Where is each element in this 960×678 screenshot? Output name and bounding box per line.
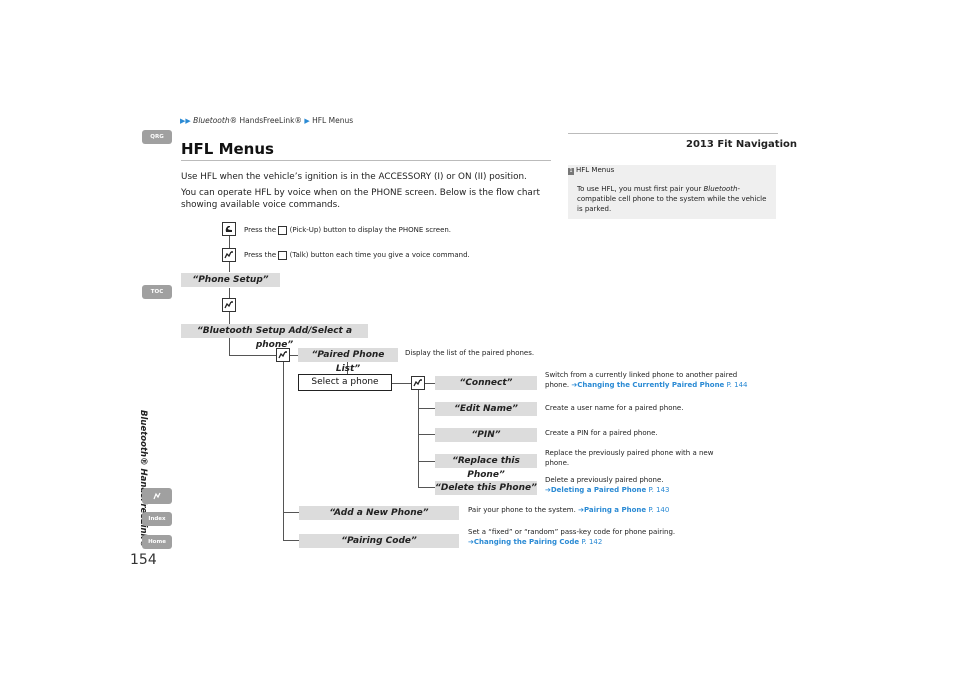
cmd-add-new-phone: “Add a New Phone” — [299, 506, 459, 520]
talk-button-icon — [411, 376, 425, 390]
talk-button-icon — [222, 248, 236, 262]
talk-instruction: Press the (Talk) button each time you gi… — [244, 250, 470, 260]
select-phone-box: Select a phone — [298, 374, 392, 391]
desc-connect: Switch from a currently linked phone to … — [545, 371, 748, 389]
arrow-icon: ▶▶ — [180, 117, 191, 125]
talk-icon — [153, 492, 161, 500]
cmd-pairing-code: “Pairing Code” — [299, 534, 459, 548]
home-tab[interactable]: Home — [142, 535, 172, 549]
cmd-connect: “Connect” — [435, 376, 537, 390]
section-vertical-label: Bluetooth® HandsFreeLink® — [138, 410, 148, 548]
cmd-edit-name: “Edit Name” — [435, 402, 537, 416]
intro-text-1: Use HFL when the vehicle’s ignition is i… — [181, 172, 527, 182]
intro-text-2a: You can operate HFL by voice when on the… — [181, 188, 540, 198]
breadcrumb-hfl-menus[interactable]: HFL Menus — [312, 116, 354, 125]
breadcrumb: ▶▶ Bluetooth® HandsFreeLink® ▶ HFL Menus — [180, 116, 353, 125]
desc-delete-phone: Delete a previously paired phone. ➔Delet… — [545, 476, 670, 494]
desc-replace-phone: Replace the previously paired phone with… — [545, 449, 714, 467]
header-divider — [568, 133, 778, 134]
arrow-icon: ▶ — [304, 117, 310, 125]
desc-paired-phone-list: Display the list of the paired phones. — [405, 349, 535, 357]
desc-edit-name: Create a user name for a paired phone. — [545, 404, 684, 412]
desc-pairing-code: Set a “fixed” or “random” pass-key code … — [468, 528, 676, 546]
talk-button-icon — [276, 348, 290, 362]
pick-up-button-icon — [222, 222, 236, 236]
breadcrumb-hfl[interactable]: ® HandsFreeLink® — [229, 116, 302, 125]
page-ref[interactable]: P. 140 — [648, 506, 670, 514]
note-box — [568, 165, 776, 219]
toc-tab[interactable]: TOC — [142, 285, 172, 299]
pickup-instruction: Press the (Pick-Up) button to display th… — [244, 225, 452, 235]
cmd-paired-phone-list: “Paired Phone List” — [298, 348, 398, 374]
link-pairing-phone[interactable]: Pairing a Phone — [583, 506, 647, 514]
page-ref[interactable]: P. 142 — [581, 538, 603, 546]
link-changing-pairing-code[interactable]: Changing the Pairing Code — [473, 538, 580, 546]
desc-add-new-phone: Pair your phone to the system. ➔Pairing … — [468, 506, 670, 514]
link-arrow-icon: ➔ — [545, 486, 551, 494]
cmd-replace-phone: “Replace this Phone” — [435, 454, 537, 480]
note-body: To use HFL, you must first pair your Blu… — [577, 185, 767, 213]
intro-text-2b: showing available voice commands. — [181, 200, 341, 210]
link-arrow-icon: ➔ — [468, 538, 474, 546]
cmd-pin: “PIN” — [435, 428, 537, 442]
qrg-tab[interactable]: QRG — [142, 130, 172, 144]
index-tab[interactable]: Index — [142, 512, 172, 526]
page-title: HFL Menus — [181, 140, 274, 158]
page-number: 154 — [130, 552, 157, 568]
model-label: 2013 Fit Navigation — [686, 139, 798, 150]
link-arrow-icon: ➔ — [571, 381, 578, 389]
link-deleting-paired-phone[interactable]: Deleting a Paired Phone — [550, 486, 647, 494]
link-arrow-icon: ➔ — [578, 506, 584, 514]
cmd-bluetooth-setup: “Bluetooth Setup Add/Select a phone” — [181, 324, 368, 350]
desc-pin: Create a PIN for a paired phone. — [545, 429, 658, 437]
link-changing-paired-phone[interactable]: Changing the Currently Paired Phone — [577, 381, 725, 389]
page-ref[interactable]: P. 143 — [648, 486, 670, 494]
talk-inline-icon — [278, 250, 288, 260]
breadcrumb-bluetooth[interactable]: Bluetooth — [193, 116, 230, 125]
page-ref[interactable]: P. 144 — [726, 381, 748, 389]
pick-up-inline-icon — [278, 225, 288, 235]
talk-button-icon — [222, 298, 236, 312]
voice-command-tab[interactable] — [142, 488, 172, 504]
cmd-delete-phone: “Delete this Phone” — [435, 481, 537, 495]
cmd-phone-setup: “Phone Setup” — [181, 273, 280, 287]
title-divider — [181, 160, 551, 161]
